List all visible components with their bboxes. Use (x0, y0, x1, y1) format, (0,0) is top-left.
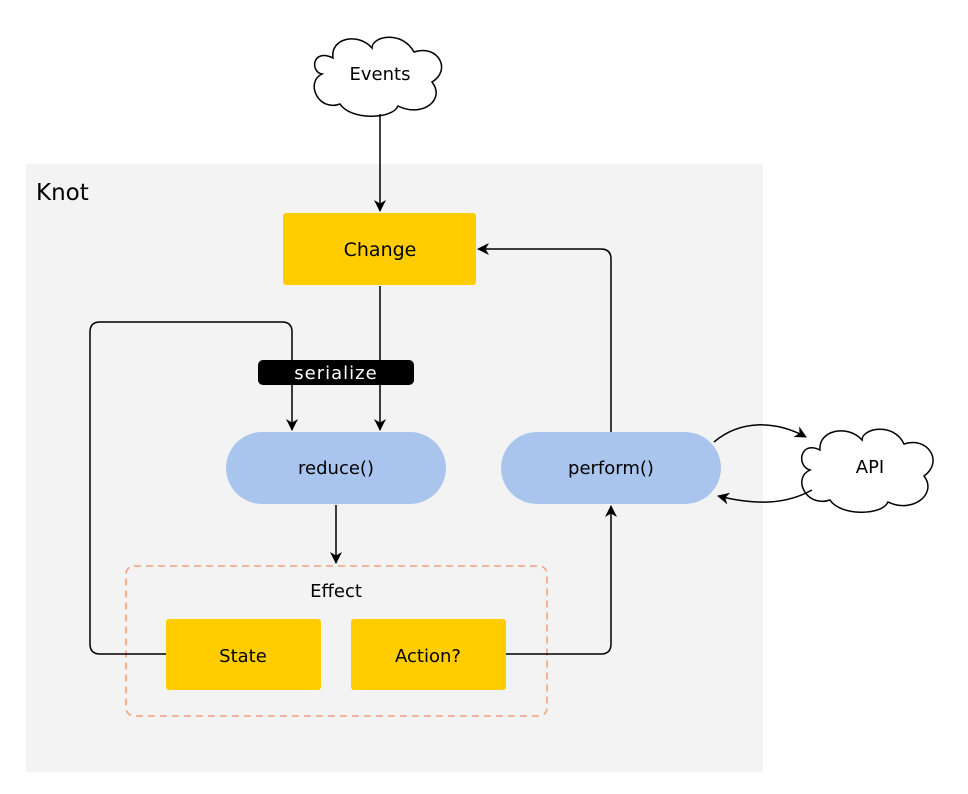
action-box (351, 619, 506, 690)
events-label: Events (350, 64, 411, 85)
api-label: API (856, 457, 884, 478)
arrow-perform-to-change (477, 243, 612, 432)
change-box (283, 213, 476, 285)
serialize-label: serialize (294, 363, 377, 384)
perform-node (501, 432, 721, 504)
effect-label: Effect (310, 581, 362, 602)
events-cloud (313, 36, 443, 117)
arrow-state-loop-to-reduce (89, 321, 298, 655)
perform-label: perform() (568, 458, 654, 479)
state-label: State (219, 646, 267, 667)
state-box (166, 619, 321, 690)
arrow-action-to-perform (506, 505, 617, 655)
serialize-tag (258, 360, 414, 385)
change-label: Change (344, 239, 417, 261)
action-label: Action? (395, 646, 461, 667)
api-cloud (800, 428, 934, 513)
effect-group (125, 565, 548, 717)
arrow-perform-to-api (713, 424, 807, 443)
reduce-node (226, 432, 446, 504)
knot-label: Knot (36, 180, 89, 206)
arrow-api-to-perform (717, 489, 813, 505)
reduce-label: reduce() (298, 458, 374, 479)
